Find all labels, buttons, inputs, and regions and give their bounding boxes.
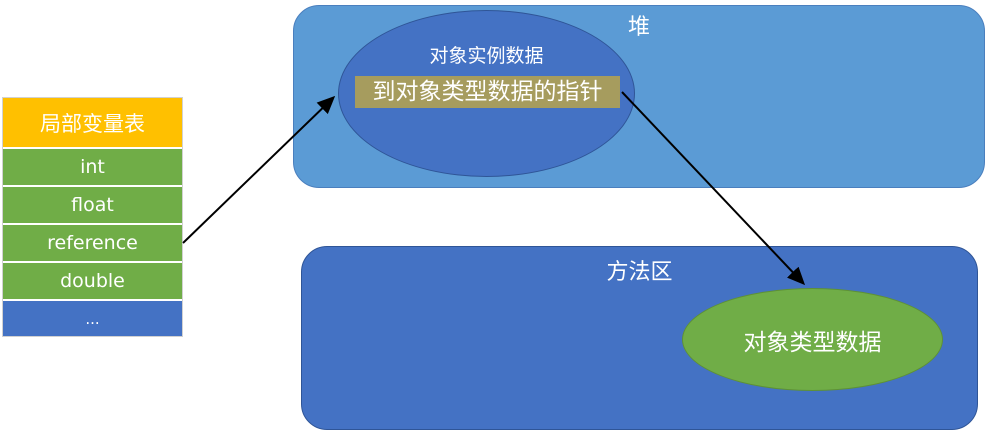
table-row-double: double (3, 261, 182, 299)
table-row-float: float (3, 185, 182, 223)
pointer-to-type-data-box: 到对象类型数据的指针 (355, 76, 620, 108)
method-area-title: 方法区 (606, 260, 673, 285)
table-row-reference: reference (3, 223, 182, 261)
local-variable-table-header: 局部变量表 (3, 98, 182, 147)
heap-title: 堆 (627, 15, 650, 40)
object-instance-label: 对象实例数据 (429, 45, 544, 67)
local-variable-table: 局部变量表 int float reference double ... (2, 97, 183, 337)
table-row-int: int (3, 147, 182, 185)
object-type-data-ellipse: 对象类型数据 (682, 288, 943, 391)
object-type-data-label: 对象类型数据 (743, 329, 882, 356)
table-row-ellipsis: ... (3, 299, 182, 336)
